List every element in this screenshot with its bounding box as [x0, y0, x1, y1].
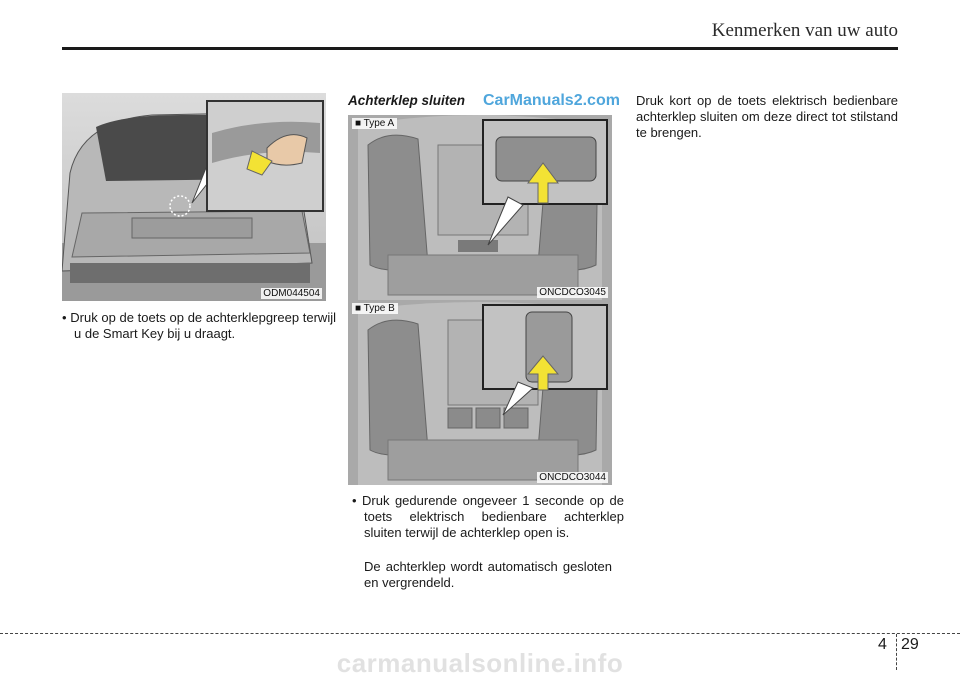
figure-rear-hatch: ODM044504 [62, 93, 326, 301]
rear-hatch-illustration [62, 93, 326, 301]
figure-code: ODM044504 [261, 288, 322, 299]
figure-type-b: ■ Type B ONCDCO3044 [348, 300, 612, 485]
middle-note: De achterklep wordt automatisch gesloten… [364, 559, 612, 590]
page-header-title: Kenmerken van uw auto [711, 20, 898, 41]
left-bullet-text: Druk op de toets op de achterklepgreep t… [70, 310, 336, 341]
chapter-number: 4 [878, 636, 887, 653]
right-paragraph: Druk kort op de toets elektrisch bedienb… [636, 93, 898, 140]
footer-watermark: carmanualsonline.info [336, 648, 624, 678]
bullet-marker: • [62, 310, 71, 325]
left-bullet: • Druk op de toets op de achterklepgreep… [62, 310, 336, 342]
overlay-watermark: CarManuals2.com [483, 92, 620, 109]
figure-type-a: ■ Type A ONCDCO3045 [348, 115, 612, 300]
middle-bullet: • Druk gedurende ongeveer 1 seconde op d… [352, 493, 624, 541]
page-number-divider [896, 634, 897, 670]
footer-rule [0, 633, 960, 634]
bullet-marker: • [352, 493, 363, 508]
type-a-illustration [348, 115, 612, 300]
type-b-figure-code: ONCDCO3044 [537, 472, 608, 483]
type-a-figure-code: ONCDCO3045 [537, 287, 608, 298]
type-b-illustration [348, 300, 612, 485]
header-rule [62, 47, 898, 50]
page-number: 29 [901, 636, 919, 653]
section-heading: Achterklep sluiten [348, 93, 466, 108]
middle-bullet-text: Druk gedurende ongeveer 1 seconde op de … [362, 493, 624, 540]
type-b-label: ■ Type B [352, 303, 398, 314]
type-a-label: ■ Type A [352, 118, 398, 129]
